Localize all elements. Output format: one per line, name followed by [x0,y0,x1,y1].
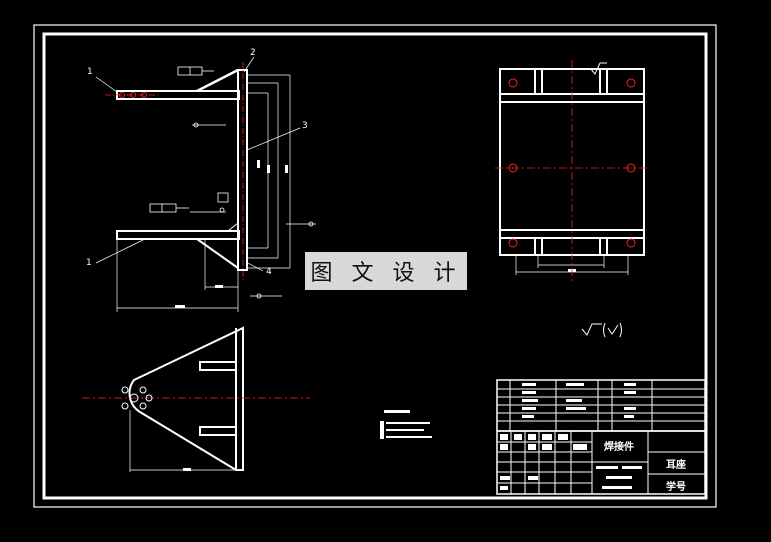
title-block [496,379,706,495]
part-number-callout: 1 [87,67,93,77]
front-view-centerlines [105,62,244,282]
side-view [499,68,645,275]
part-number-callout: 4 [266,267,272,277]
part-number-callout: 1 [86,258,92,268]
inner-frame [42,32,708,500]
side-view-centerlines [495,60,650,282]
technical-requirements [380,410,432,439]
outer-frame [33,24,717,508]
part-number-callout: 2 [250,48,256,58]
front-view [95,56,316,312]
roughness-symbol [581,62,622,338]
front-view-holes [119,92,147,98]
title-block-cell-label: 耳座 [666,460,686,471]
watermark-label: 图 文 设 计 [305,252,467,290]
part-name-label: 焊接件 [604,442,634,453]
part-number-callout: 3 [302,121,308,131]
top-view-bolt-circle [121,386,153,410]
title-block-cell-label: 学号 [666,482,686,493]
side-view-holes [508,78,636,248]
title-block-fills [500,383,642,490]
